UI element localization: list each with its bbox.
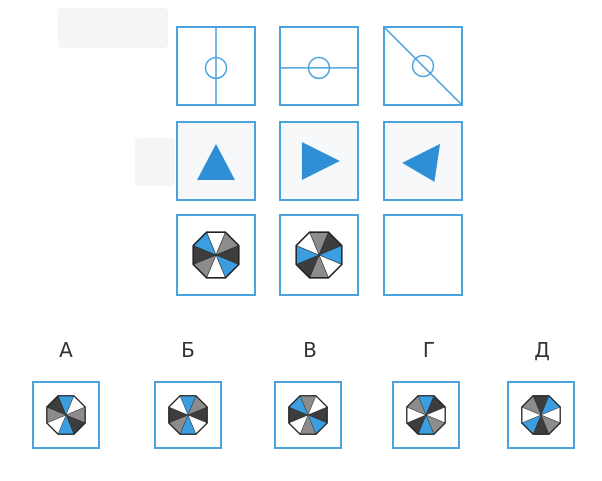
octagon-outline (168, 395, 208, 435)
option-label-g: Г (422, 338, 436, 362)
puzzle-cell-r1-c1 (176, 26, 256, 106)
scan-smudge (58, 8, 168, 48)
circle-diagonal-line-figure (385, 28, 461, 104)
triangle-left-icon (402, 143, 441, 182)
puzzle-cell-r2-c1 (176, 121, 256, 201)
octagon-outline (521, 395, 561, 435)
puzzle-cell-r2-c2 (279, 121, 359, 201)
octagon-pattern-icon (521, 395, 561, 435)
option-b[interactable] (154, 381, 222, 449)
triangle-right-icon (301, 142, 340, 180)
octagon-pattern-icon (192, 231, 240, 279)
option-label-a: А (59, 338, 73, 362)
octagon-outline (288, 395, 328, 435)
puzzle-cell-r3-c3-empty[interactable] (383, 214, 463, 296)
option-v[interactable] (274, 381, 342, 449)
octagon-outline (406, 395, 446, 435)
puzzle-cell-r1-c3 (383, 26, 463, 106)
option-label-d: Д (534, 338, 550, 362)
octagon-pattern-icon (406, 395, 446, 435)
octagon-outline (295, 231, 343, 279)
puzzle-cell-r3-c2 (279, 214, 359, 296)
circle-horizontal-line-figure (281, 56, 357, 80)
octagon-outline (46, 395, 86, 435)
octagon-outline (192, 231, 240, 279)
octagon-pattern-icon (168, 395, 208, 435)
option-g[interactable] (392, 381, 460, 449)
puzzle-cell-r3-c1 (176, 214, 256, 296)
puzzle-cell-r2-c3 (383, 121, 463, 201)
option-label-v: В (303, 338, 317, 362)
octagon-pattern-icon (288, 395, 328, 435)
scan-smudge (135, 138, 175, 186)
option-label-b: Б (181, 338, 195, 362)
option-d[interactable] (507, 381, 575, 449)
option-a[interactable] (32, 381, 100, 449)
puzzle-cell-r1-c2 (279, 26, 359, 106)
triangle-up-icon (197, 143, 235, 180)
octagon-pattern-icon (46, 395, 86, 435)
circle-vertical-line-figure (204, 28, 228, 104)
octagon-pattern-icon (295, 231, 343, 279)
